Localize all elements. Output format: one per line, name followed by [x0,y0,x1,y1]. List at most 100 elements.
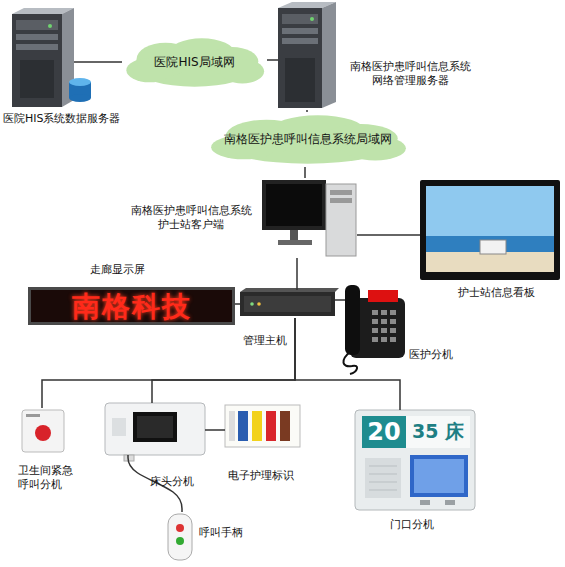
connector-line [306,110,308,112]
device-node: 南格医护患呼叫信息系统 护士站客户端 [262,178,357,258]
handle-green-button [176,537,184,545]
speaker-line [369,490,397,491]
drive-bay [282,38,318,44]
network-cloud: 医院HIS局域网 [122,35,267,90]
connector-line [296,258,298,290]
door-button [420,500,430,505]
cylinder-bottom [69,94,91,102]
network-cloud: 南格医护患呼叫信息系统局域网 [205,112,410,167]
host-led [257,302,261,306]
phone-key [372,310,378,315]
connector-line [74,61,122,63]
phone-display [368,290,398,302]
host-top [240,288,339,292]
bed-plate [406,416,470,448]
speaker-line [369,466,397,467]
sign-bar [252,411,262,441]
server-grille [20,60,54,98]
door-speaker [365,458,401,498]
node-label: 门口分机 [390,518,450,532]
button-plate [22,410,64,452]
connector-line [235,303,240,305]
device-node: 管理主机 [240,290,335,318]
board-frame [420,180,560,280]
device-node: 医院HIS系统数据服务器 [12,12,74,107]
call-handle [168,514,192,560]
door-unit [355,410,475,510]
bedside-display [137,416,173,438]
node-label: 医院HIS局域网 [122,35,267,90]
pc-tower [326,184,356,256]
phone-key [381,328,387,333]
node-label: 南格医护患呼叫信息系统局域网 [205,112,410,167]
sign-strip [229,411,235,441]
node-label: 20 [362,416,406,448]
connector-line [205,429,225,431]
connector-line [304,167,306,178]
device-node: 床头分机 [105,403,205,455]
node-label: 走廊显示屏 [90,263,170,277]
device-node: 南格医护患呼叫信息系统 网络管理服务器 [278,2,336,110]
database-cylinder [69,78,91,102]
phone-key [390,328,396,333]
sign-bar [238,411,248,441]
monitor-base [278,240,312,245]
door-button [445,500,455,505]
server-tower [278,2,336,108]
node-label: 床头分机 [150,475,210,489]
node-label: 南格科技 [28,287,235,325]
device-node: 2035 床门口分机 [355,410,475,510]
phone-key [390,310,396,315]
monitor-bezel [262,180,326,230]
phone-key [372,337,378,342]
device-node: 护士站信息看板 [420,180,560,280]
connector-line [335,299,345,301]
door-display [414,459,464,493]
handle-red-button [176,524,184,532]
phone-key [372,328,378,333]
power-led [48,24,52,28]
phone-key [381,319,387,324]
drive-bay [330,190,352,195]
server-grille [285,58,315,102]
server-front [12,14,62,107]
server-side [322,2,336,108]
host-panel [244,296,331,312]
server-front [278,8,322,108]
power-led [310,17,314,21]
phone-cord [343,352,357,374]
sign-bar [266,411,276,441]
drive-bay [16,44,58,50]
room-plate [362,416,406,448]
drive-bay [330,198,352,203]
drive-bay [282,28,318,34]
node-label: 医护分机 [409,348,469,362]
phone-key [372,319,378,324]
rack-host [240,288,339,316]
host-front [240,292,335,316]
bedside-plug [124,455,134,461]
laptop-picture [480,240,506,254]
sign-plate [225,405,300,447]
connector-line [267,59,278,61]
bedside-body [105,403,205,455]
drive-bay [282,14,318,24]
device-node: 电子护理标识 [225,405,300,447]
monitor-screen [266,184,322,226]
door-body [355,410,475,510]
phone-key [381,337,387,342]
node-label: 电子护理标识 [228,469,308,483]
tv-board [420,180,560,280]
server-tower [12,8,74,107]
node-label: 南格医护患呼叫信息系统 护士站客户端 [127,204,255,232]
red-button [35,425,51,441]
speaker-line [369,474,397,475]
drive-bay [16,34,58,40]
phone-handset [345,285,360,355]
phone-key [381,310,387,315]
telephone [343,285,405,374]
nursing-sign [225,405,300,447]
bedside-unit [105,403,205,461]
phone-key [390,337,396,342]
